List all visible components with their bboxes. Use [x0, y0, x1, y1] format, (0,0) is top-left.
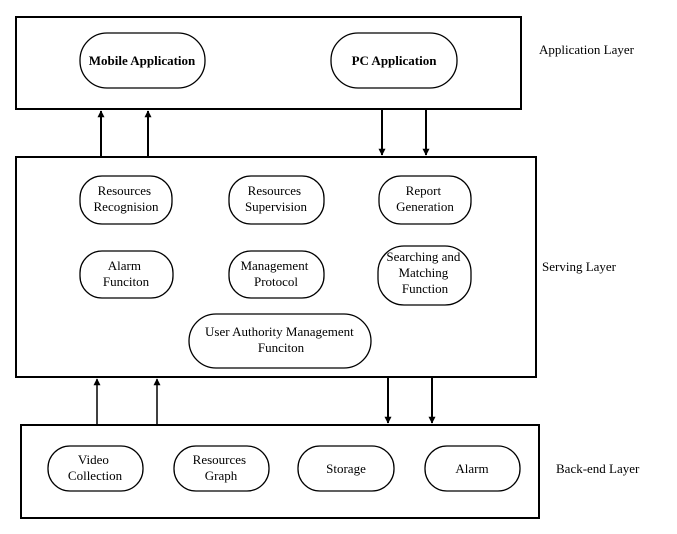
module-video-collection: Video Collection — [47, 445, 144, 492]
module-label: Resources Recognision — [94, 183, 159, 214]
module-alarm: Alarm — [424, 445, 521, 492]
module-label: Resources Graph — [193, 452, 250, 483]
backend-layer: Video Collection Resources Graph Storage… — [20, 424, 540, 519]
module-resources-recognision: Resources Recognision — [79, 175, 173, 225]
module-label: Alarm Funciton — [103, 258, 150, 289]
module-mobile-application: Mobile Application — [79, 32, 206, 89]
module-label: User Authority Management Funciton — [205, 324, 357, 355]
module-searching-matching-function: Searching and Matching Function — [377, 245, 472, 306]
backend-layer-label: Back-end Layer — [556, 461, 640, 476]
module-label: Video Collection — [68, 452, 123, 483]
module-label: Alarm — [455, 461, 488, 476]
module-user-authority-management: User Authority Management Funciton — [188, 313, 372, 369]
arrows-serving-to-backend — [384, 377, 436, 424]
module-label: PC Application — [352, 53, 438, 68]
arrows-serving-to-application — [97, 110, 152, 157]
module-alarm-function: Alarm Funciton — [79, 250, 174, 299]
module-label: Management Protocol — [240, 258, 311, 289]
module-label: Mobile Application — [89, 53, 196, 68]
application-layer: Mobile Application PC Application — [15, 16, 522, 110]
module-resources-supervision: Resources Supervision — [228, 175, 325, 225]
module-resources-graph: Resources Graph — [173, 445, 270, 492]
module-report-generation: Report Generation — [378, 175, 472, 225]
module-label: Resources Supervision — [245, 183, 308, 214]
module-pc-application: PC Application — [330, 32, 458, 89]
module-label: Storage — [326, 461, 366, 476]
module-storage: Storage — [297, 445, 395, 492]
module-label: Report Generation — [396, 183, 454, 214]
module-label: Searching and Matching Function — [386, 249, 463, 296]
module-management-protocol: Management Protocol — [228, 250, 325, 299]
arrows-application-to-serving — [378, 109, 430, 156]
arrows-backend-to-serving — [93, 378, 161, 425]
serving-layer: Resources Recognision Resources Supervis… — [15, 156, 537, 378]
application-layer-label: Application Layer — [539, 42, 635, 57]
serving-layer-label: Serving Layer — [542, 259, 617, 274]
